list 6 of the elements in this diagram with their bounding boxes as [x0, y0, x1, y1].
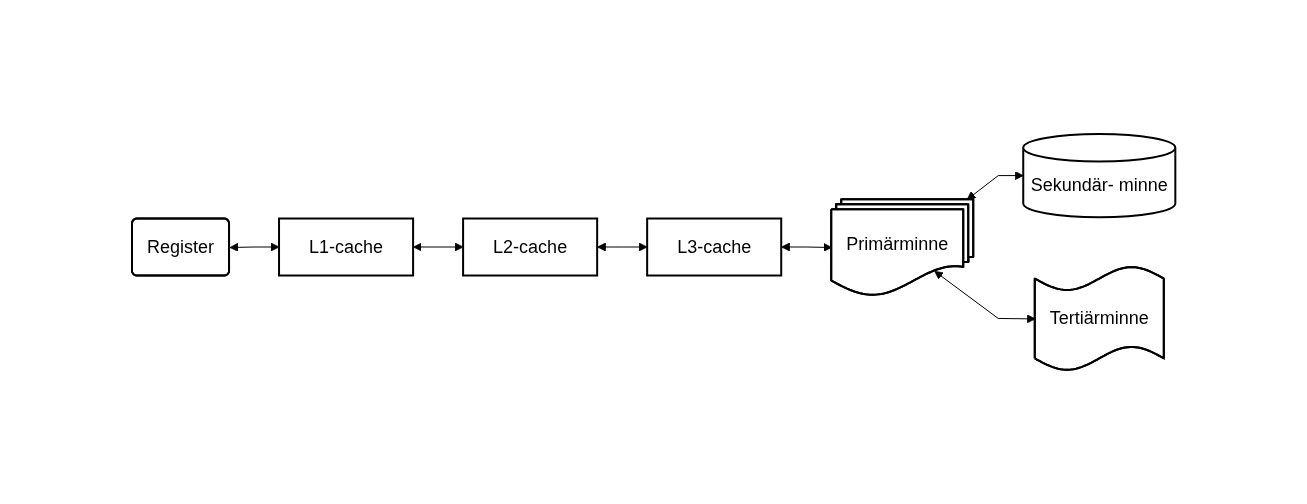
- node-box: L2-cache: [461, 217, 598, 277]
- node-box: L3-cache: [646, 217, 783, 277]
- arrow: [781, 242, 832, 252]
- arrow: [934, 271, 1036, 324]
- node-box: L1-cache: [277, 217, 414, 277]
- arrow: [966, 171, 1024, 201]
